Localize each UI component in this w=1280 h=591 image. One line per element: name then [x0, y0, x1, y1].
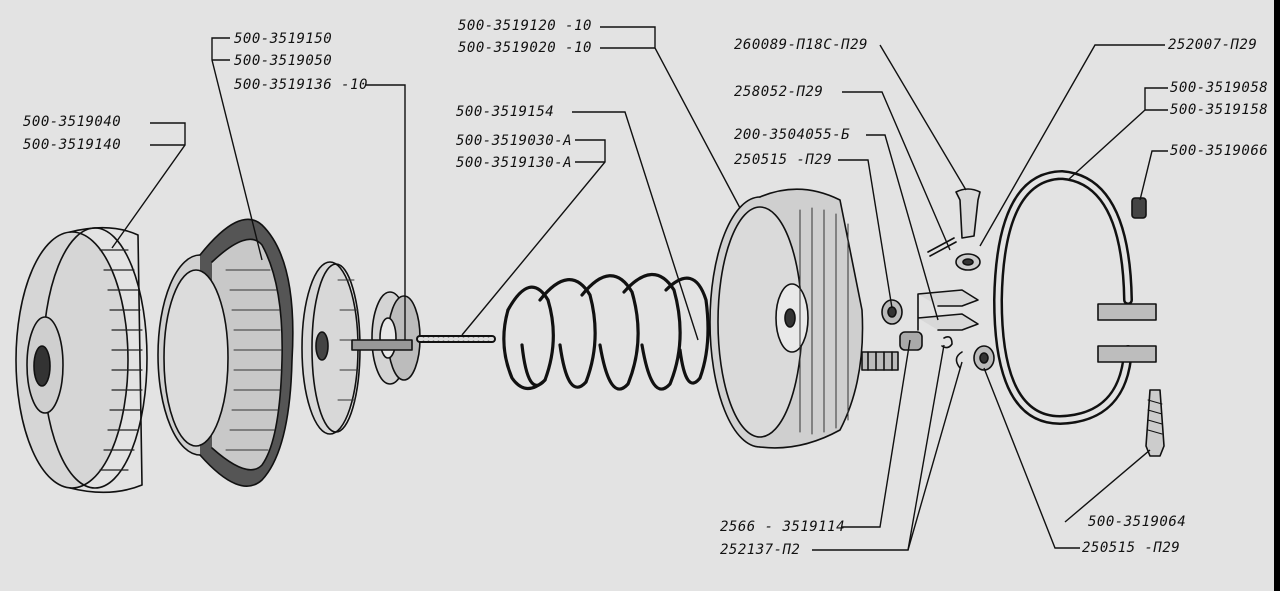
part-label: 500-3519150 [234, 31, 333, 47]
part-label: 250515 -П29 [734, 152, 833, 168]
part-label: 500-3519154 [456, 104, 555, 120]
part-label: 500-3519136 -10 [234, 77, 368, 93]
diaphragm-plate-part [301, 261, 361, 435]
part-label: 500-3519030-А [456, 133, 573, 149]
small-hardware-parts [881, 188, 1165, 457]
spring-part [502, 272, 710, 391]
part-label: 500-3519066 [1170, 143, 1269, 159]
part-label: 500-3519020 -10 [458, 40, 592, 56]
inner-cover-part [157, 218, 294, 487]
clamp-ring-part [993, 170, 1157, 425]
outer-cover-part [15, 226, 148, 494]
part-label: 500-3519140 [23, 137, 122, 153]
part-label: 500-3519050 [234, 53, 333, 69]
part-label: 200-3504055-Б [734, 127, 851, 143]
rod-washer-part [351, 291, 496, 385]
part-label: 250515 -П29 [1082, 540, 1181, 556]
part-label: 2566 - 3519114 [720, 519, 846, 535]
part-label: 500-3519120 -10 [458, 18, 592, 34]
part-label: 500-3519130-А [456, 155, 573, 171]
part-label: 500-3519040 [23, 114, 122, 130]
part-label: 260089-П18С-П29 [734, 37, 868, 53]
leader-lines [111, 26, 1168, 551]
part-label: 258052-П29 [734, 84, 824, 100]
part-label: 500-3519058 [1170, 80, 1269, 96]
part-label: 500-3519158 [1170, 102, 1269, 118]
part-label: 252007-П29 [1168, 37, 1258, 53]
housing-cup-part [709, 188, 899, 449]
right-border [1274, 0, 1280, 591]
part-label: 252137-П2 [720, 542, 801, 558]
part-label: 500-3519064 [1088, 514, 1187, 530]
